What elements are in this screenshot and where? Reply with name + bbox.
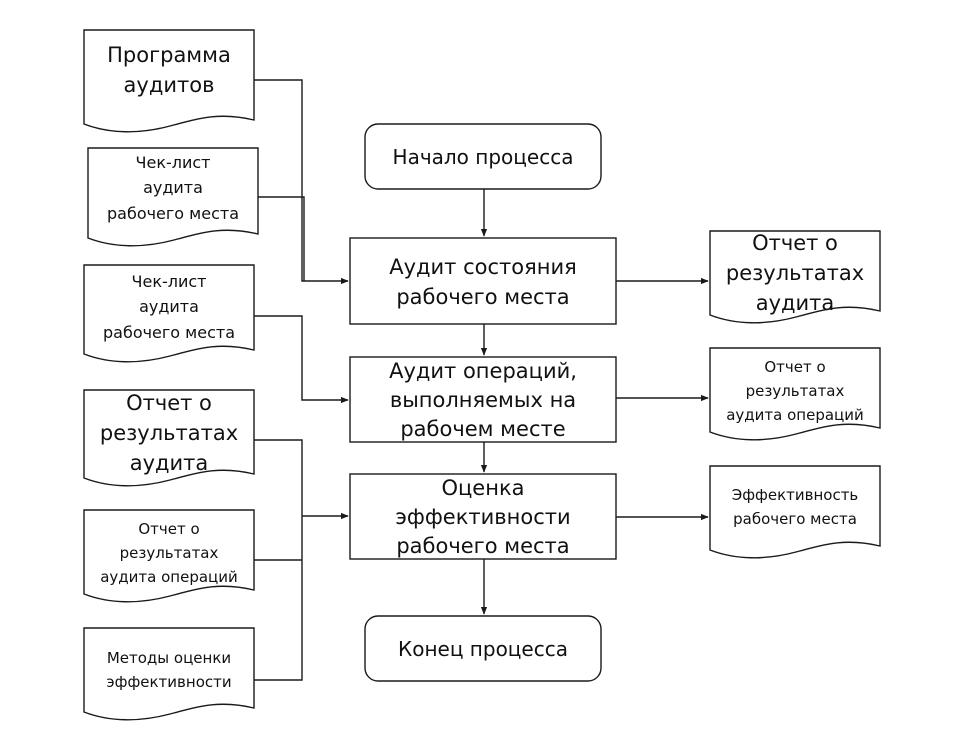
- node-label-line: Отчет о: [752, 231, 838, 255]
- node-label-line: эффективности: [106, 673, 231, 691]
- process-audit-operations: Аудит операций, выполняемых на рабочем м…: [349, 356, 617, 443]
- node-label-line: Методы оценки: [107, 649, 231, 667]
- node-label-line: Отчет о: [764, 358, 825, 376]
- node-label-line: рабочего места: [733, 510, 857, 528]
- terminator-shape: [364, 123, 602, 190]
- output-workplace-efficiency: Эффективность рабочего места: [709, 465, 881, 559]
- node-label-line: аудита: [756, 291, 835, 315]
- connector-checklist2-to-audit-operations: [254, 315, 349, 404]
- node-label-line: рабочего места: [396, 285, 569, 309]
- node-label-line: результатах: [726, 261, 864, 285]
- document-shape: [709, 347, 881, 441]
- input-operations-audit-report: Отчет о результатах аудита операций: [83, 509, 255, 603]
- input-audit-report: Отчет о результатах аудита: [83, 389, 255, 487]
- process-shape: [349, 356, 617, 443]
- process-shape: [349, 473, 617, 560]
- process-shape: [349, 237, 617, 325]
- node-label-line: Программа: [107, 43, 231, 67]
- process-start: Начало процесса: [364, 123, 602, 190]
- document-shape: [83, 627, 255, 721]
- node-label-line: эффективности: [395, 505, 570, 529]
- node-label-line: результатах: [100, 421, 238, 445]
- connector-program-to-audit-state: [254, 79, 349, 285]
- node-label-line: рабочего места: [107, 204, 239, 223]
- node-label-line: аудитов: [124, 73, 215, 97]
- output-operations-audit-report: Отчет о результатах аудита операций: [709, 347, 881, 441]
- connectors: [254, 79, 709, 681]
- node-label-line: результатах: [120, 544, 219, 562]
- node-label-line: Аудит состояния: [389, 255, 577, 279]
- process-audit-workplace-state: Аудит состояния рабочего места: [349, 237, 617, 325]
- connector-checklist1-to-audit-state: [258, 196, 305, 281]
- document-shape: [87, 147, 259, 247]
- node-label-line: Аудит операций,: [389, 359, 577, 383]
- node-label-line: Отчет о: [138, 520, 199, 538]
- input-evaluation-methods: Методы оценки эффективности: [83, 627, 255, 721]
- node-label-line: Чек-лист: [136, 153, 211, 172]
- node-label-line: Оценка: [441, 476, 524, 500]
- document-shape: [83, 29, 255, 133]
- node-label-line: аудита операций: [726, 406, 864, 424]
- node-label-line: Чек-лист: [132, 272, 207, 291]
- process-end: Конец процесса: [364, 615, 602, 682]
- process-evaluate-efficiency: Оценка эффективности рабочего места: [349, 473, 617, 560]
- node-label-line: Эффективность: [732, 486, 859, 504]
- node-label-line: рабочего места: [103, 323, 235, 342]
- node-label: Конец процесса: [398, 637, 568, 661]
- terminator-shape: [364, 615, 602, 682]
- document-shape: [83, 509, 255, 603]
- node-label-line: рабочего места: [396, 534, 569, 558]
- node-label-line: результатах: [746, 382, 845, 400]
- input-checklist-2: Чек-лист аудита рабочего места: [83, 264, 255, 363]
- input-checklist-1: Чек-лист аудита рабочего места: [87, 147, 259, 247]
- node-label-line: аудита: [130, 451, 209, 475]
- node-label-line: аудита операций: [100, 568, 238, 586]
- node-label-line: выполняемых на: [390, 388, 576, 412]
- node-label: Начало процесса: [393, 145, 574, 169]
- node-label-line: рабочем месте: [400, 417, 565, 441]
- input-program-of-audits: Программа аудитов: [83, 29, 255, 133]
- document-shape: [709, 230, 881, 324]
- output-audit-report: Отчет о результатах аудита: [709, 230, 881, 324]
- document-shape: [83, 264, 255, 363]
- node-label-line: аудита: [143, 178, 203, 197]
- node-label-line: аудита: [139, 297, 199, 316]
- document-shape: [709, 465, 881, 559]
- node-label-line: Отчет о: [126, 391, 212, 415]
- document-shape: [83, 389, 255, 487]
